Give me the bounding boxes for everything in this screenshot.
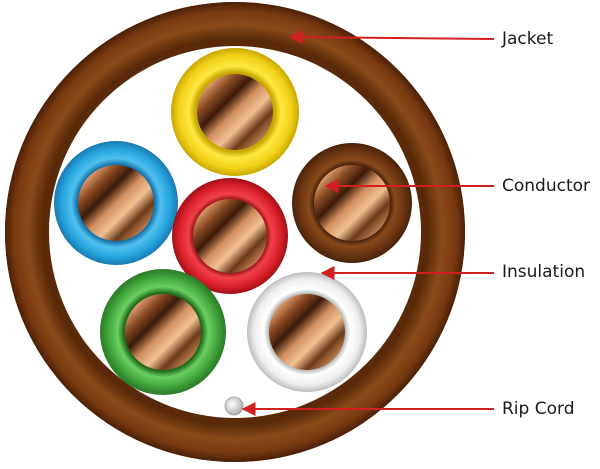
rip-cord [224,396,244,416]
wire-white [247,272,367,392]
label-jacket: Jacket [502,29,554,49]
wire-red [172,178,288,294]
wire-yellow [171,48,299,176]
conductor-brown [314,165,390,241]
arrow-jacket [288,30,495,45]
conductor-green [125,294,201,370]
wire-green [100,269,226,395]
label-insulation: Insulation [502,262,586,282]
conductor-blue [78,165,154,241]
conductor-yellow [197,74,273,150]
conductor-red [193,199,267,273]
wire-blue [54,141,178,265]
wire-brown [292,143,412,263]
label-rip-cord: Rip Cord [502,399,575,419]
label-conductor: Conductor [502,176,591,196]
conductor-white [269,294,345,370]
